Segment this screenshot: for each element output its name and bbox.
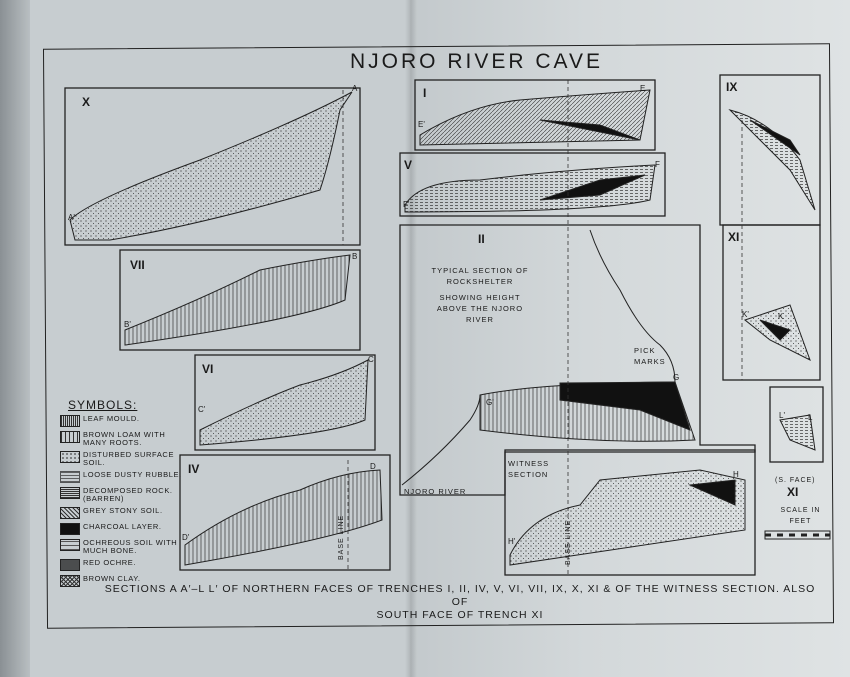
section-ii-label: II bbox=[478, 232, 485, 246]
point-label: C' bbox=[198, 405, 206, 414]
point-label: G bbox=[673, 373, 680, 382]
point-label: L' bbox=[779, 411, 785, 420]
panel-x bbox=[64, 87, 361, 246]
point-label: L bbox=[808, 413, 813, 422]
section-v-label: V bbox=[404, 158, 413, 172]
panel-xi-south bbox=[769, 386, 824, 463]
point-label: F bbox=[655, 160, 660, 169]
section-x-label: X bbox=[82, 95, 91, 109]
panel-witness bbox=[504, 449, 756, 576]
legend-item: BROWN LOAM WITH MANY ROOTS. bbox=[60, 431, 190, 447]
point-label: H bbox=[733, 470, 739, 479]
point-label: A bbox=[352, 84, 358, 93]
point-label: D' bbox=[182, 533, 190, 542]
section-ii-note: SHOWING HEIGHT ABOVE THE NJORO RIVER bbox=[436, 293, 524, 324]
panel-v bbox=[399, 152, 666, 217]
section-i-label: I bbox=[423, 86, 427, 100]
baseline-label: BASE LINE bbox=[338, 514, 345, 560]
section-iv-label: IV bbox=[188, 462, 200, 476]
baseline-label: BASE LINE bbox=[565, 519, 572, 565]
njoro-river-label: NJORO RIVER bbox=[404, 487, 467, 496]
section-xi-label: XI bbox=[728, 230, 740, 244]
south-face-label: (S. FACE) bbox=[775, 477, 816, 484]
panel-vi bbox=[194, 354, 376, 451]
legend-title: SYMBOLS: bbox=[68, 398, 138, 412]
figure-title: NJORO RIVER CAVE bbox=[350, 50, 603, 73]
point-label: B' bbox=[124, 320, 131, 329]
pick-marks-label: PICK MARKS bbox=[634, 346, 666, 366]
legend-item: GREY STONY SOIL. bbox=[60, 507, 190, 519]
point-label: D bbox=[370, 462, 376, 471]
legend-item: DECOMPOSED ROCK. (BARREN) bbox=[60, 487, 190, 503]
point-label: G' bbox=[486, 398, 494, 407]
legend-item: LEAF MOULD. bbox=[60, 415, 190, 427]
point-label: K bbox=[778, 312, 784, 321]
scale-label: SCALE IN FEET bbox=[780, 507, 821, 525]
panel-xi bbox=[722, 224, 821, 381]
panel-vii bbox=[119, 249, 361, 351]
witness-section-label: WITNESS SECTION bbox=[508, 459, 550, 479]
legend-item: LOOSE DUSTY RUBBLE. bbox=[60, 471, 190, 483]
legend-item: OCHREOUS SOIL WITH MUCH BONE. bbox=[60, 539, 190, 555]
section-vi-label: VI bbox=[202, 362, 214, 376]
legend-item: BROWN CLAY. bbox=[60, 575, 190, 587]
page-edge bbox=[0, 0, 30, 677]
caption-line-2: SOUTH FACE OF TRENCH XI bbox=[376, 609, 544, 621]
section-ix-label: IX bbox=[726, 80, 738, 94]
section-xi-south-label: XI bbox=[787, 485, 799, 499]
point-label: B bbox=[352, 252, 358, 261]
point-label: E' bbox=[418, 120, 425, 129]
point-label: A' bbox=[68, 213, 75, 222]
section-ii-note: TYPICAL SECTION OF ROCKSHELTER bbox=[431, 266, 529, 286]
point-label: K' bbox=[742, 310, 749, 319]
point-label: F' bbox=[403, 200, 410, 209]
legend: SYMBOLS: LEAF MOULD. BROWN LOAM WITH MAN… bbox=[60, 398, 190, 591]
caption-line-1: SECTIONS A A′–L L′ OF NORTHERN FACES OF … bbox=[104, 583, 816, 608]
point-label: H' bbox=[508, 537, 516, 546]
panel-iv bbox=[179, 454, 391, 571]
section-vii-label: VII bbox=[130, 258, 145, 272]
legend-item: CHARCOAL LAYER. bbox=[60, 523, 190, 535]
point-label: C bbox=[368, 355, 374, 364]
point-label: E bbox=[640, 84, 646, 93]
legend-item: DISTURBED SURFACE SOIL. bbox=[60, 451, 190, 467]
book-gutter bbox=[405, 0, 417, 677]
figure-caption: SECTIONS A A′–L L′ OF NORTHERN FACES OF … bbox=[95, 583, 825, 622]
legend-item: RED OCHRE. bbox=[60, 559, 190, 571]
panel-i bbox=[414, 79, 656, 151]
